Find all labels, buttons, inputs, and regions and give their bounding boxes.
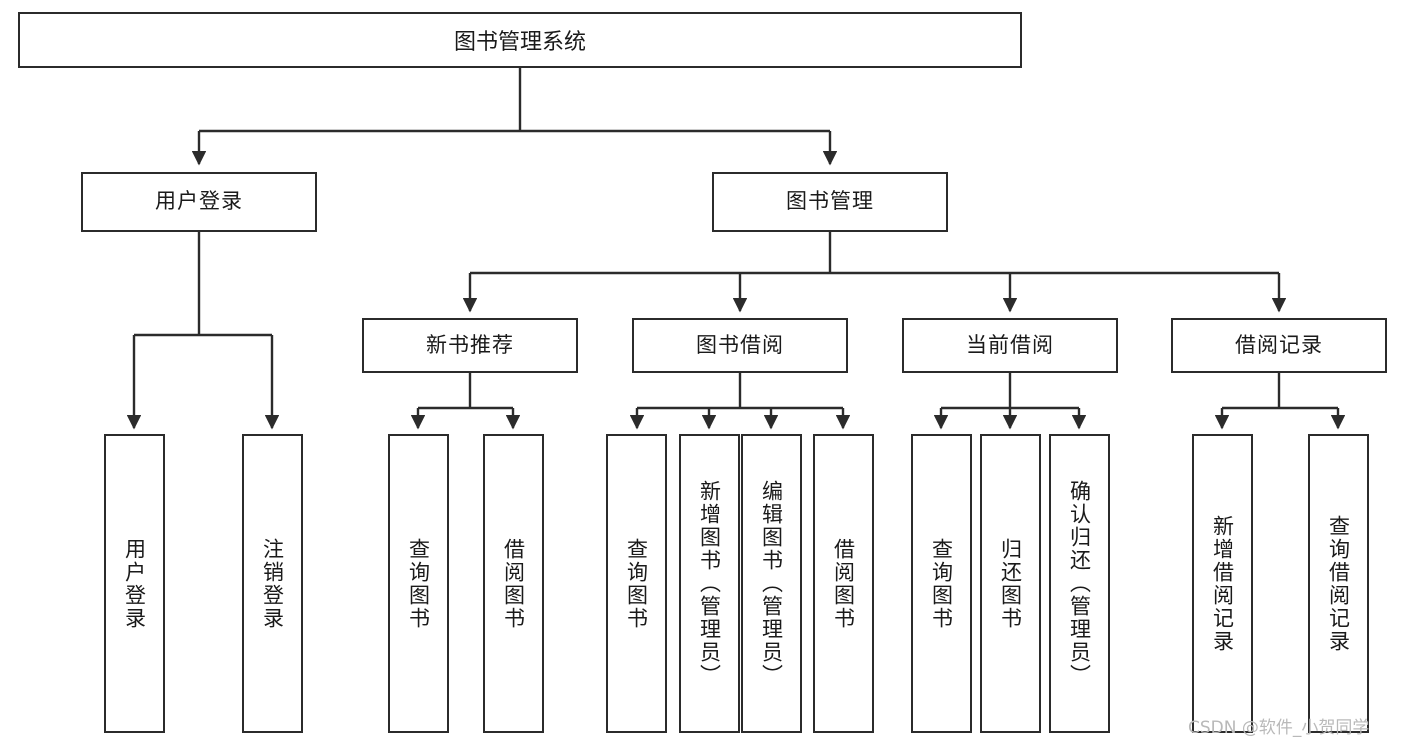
node-label: 确认归还（管理员） xyxy=(1067,480,1092,687)
node-book-management[interactable]: 图书管理 xyxy=(712,172,948,232)
leaf-recommend-query-book[interactable]: 查询图书 xyxy=(388,434,449,733)
node-label: 查询图书 xyxy=(929,537,954,630)
node-label: 用户登录 xyxy=(122,537,147,630)
leaf-current-return-book[interactable]: 归还图书 xyxy=(980,434,1041,733)
leaf-current-query-book[interactable]: 查询图书 xyxy=(911,434,972,733)
node-current-borrow[interactable]: 当前借阅 xyxy=(902,318,1118,373)
leaf-user-login[interactable]: 用户登录 xyxy=(104,434,165,733)
node-label: 新书推荐 xyxy=(426,332,514,357)
node-borrow-records[interactable]: 借阅记录 xyxy=(1171,318,1387,373)
node-label: 查询借阅记录 xyxy=(1326,514,1351,653)
leaf-borrow-borrow-book[interactable]: 借阅图书 xyxy=(813,434,874,733)
node-user-login[interactable]: 用户登录 xyxy=(81,172,317,232)
node-book-borrow[interactable]: 图书借阅 xyxy=(632,318,848,373)
node-label: 借阅记录 xyxy=(1235,332,1323,357)
node-label: 注销登录 xyxy=(260,537,285,630)
node-label: 图书管理系统 xyxy=(453,30,586,55)
node-root-system[interactable]: 图书管理系统 xyxy=(18,12,1022,68)
leaf-borrow-add-book-admin[interactable]: 新增图书（管理员） xyxy=(679,434,740,733)
node-new-book-recommend[interactable]: 新书推荐 xyxy=(362,318,578,373)
node-label: 用户登录 xyxy=(155,189,243,214)
node-label: 新增借阅记录 xyxy=(1210,514,1235,653)
node-label: 借阅图书 xyxy=(501,537,526,630)
leaf-borrow-query-book[interactable]: 查询图书 xyxy=(606,434,667,733)
node-label: 归还图书 xyxy=(998,537,1023,630)
node-label: 查询图书 xyxy=(406,537,431,630)
node-label: 借阅图书 xyxy=(831,537,856,630)
node-label: 当前借阅 xyxy=(966,332,1054,357)
node-label: 图书借阅 xyxy=(696,332,784,357)
leaf-user-logout[interactable]: 注销登录 xyxy=(242,434,303,733)
leaf-recommend-borrow-book[interactable]: 借阅图书 xyxy=(483,434,544,733)
node-label: 图书管理 xyxy=(786,189,874,214)
leaf-borrow-edit-book-admin[interactable]: 编辑图书（管理员） xyxy=(741,434,802,733)
node-label: 新增图书（管理员） xyxy=(697,480,722,687)
leaf-records-add-record[interactable]: 新增借阅记录 xyxy=(1192,434,1253,733)
node-label: 查询图书 xyxy=(624,537,649,630)
leaf-current-confirm-return-admin[interactable]: 确认归还（管理员） xyxy=(1049,434,1110,733)
csdn-watermark: CSDN @软件_小贺同学 xyxy=(1188,718,1370,738)
leaf-records-query-record[interactable]: 查询借阅记录 xyxy=(1308,434,1369,733)
node-label: 编辑图书（管理员） xyxy=(759,480,784,687)
